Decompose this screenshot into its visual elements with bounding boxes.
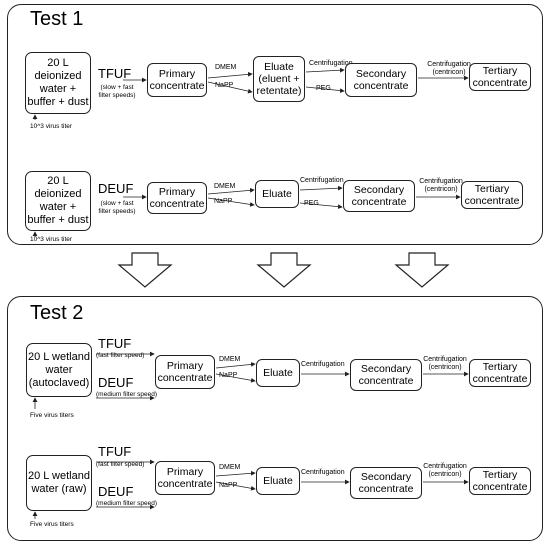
- test2-row1-centricon-label: Centrifugation (centricon): [423, 356, 467, 371]
- test2-row2-method-b-note: (medium filter speed): [96, 500, 158, 507]
- test2-row2-method-a: TFUF: [98, 444, 132, 459]
- test1-row1-dmem-label: DMEM: [215, 64, 237, 71]
- test2-row2-napp-label: NaPP: [219, 482, 238, 489]
- test1-row2-method-note: (slow + fast filter speeds): [98, 200, 136, 215]
- test1-row2-titer-label: 10^3 virus titer: [30, 236, 73, 243]
- test2-panel: [7, 296, 543, 541]
- test2-row1-method-a-note: (fast filter speed): [96, 352, 145, 359]
- test1-row2-centrifugation-label: Centrifugation: [300, 177, 344, 184]
- test2-row2-primary-box: Primary concentrate: [155, 461, 215, 495]
- test1-row1-tertiary-box: Tertiary concentrate: [469, 63, 531, 91]
- test2-row1-method-b-note: (medium filter speed): [96, 391, 158, 398]
- test2-row1-method-b: DEUF: [98, 375, 134, 390]
- test2-row1-centrifugation-label: Centrifugation: [301, 361, 345, 368]
- test2-title: Test 2: [30, 302, 84, 324]
- test1-row2-primary-box: Primary concentrate: [147, 182, 207, 214]
- test1-row1-source-box: 20 L deionized water + buffer + dust: [25, 52, 91, 114]
- test1-row2-napp-label: NaPP: [214, 198, 233, 205]
- test2-row1-tertiary-box: Tertiary concentrate: [469, 359, 531, 387]
- test2-row2-secondary-box: Secondary concentrate: [350, 467, 422, 499]
- test1-row2-source-box: 20 L deionized water + buffer + dust: [25, 171, 91, 231]
- test2-row2-tertiary-box: Tertiary concentrate: [469, 467, 531, 495]
- test1-row1-eluate-box: Eluate (eluent + retentate): [253, 56, 305, 102]
- test1-row2-tertiary-box: Tertiary concentrate: [461, 181, 523, 209]
- down-arrow-icon-left: [117, 252, 173, 288]
- test1-row1-secondary-box: Secondary concentrate: [345, 63, 417, 97]
- test2-row2-titer-label: Five virus titers: [30, 521, 74, 528]
- test2-row1-source-box: 20 L wetland water (autoclaved): [26, 343, 92, 397]
- test2-row1-titer-label: Five virus titers: [30, 412, 74, 419]
- test2-row1-primary-box: Primary concentrate: [155, 355, 215, 389]
- down-arrow-icon-right: [394, 252, 450, 288]
- test2-row2-dmem-label: DMEM: [219, 464, 241, 471]
- test2-row2-method-b: DEUF: [98, 484, 134, 499]
- test1-row2-eluate-box: Eluate: [255, 180, 299, 208]
- test1-row1-primary-box: Primary concentrate: [147, 63, 207, 97]
- test1-row1-centricon-label: Centrifugation (centricon): [427, 61, 471, 76]
- test1-row1-method: TFUF: [98, 66, 132, 81]
- test1-row2-centricon-label: Centrifugation (centricon): [419, 178, 463, 193]
- test2-row2-method-a-note: (fast filter speed): [96, 461, 145, 468]
- test1-row2-peg-label: PEG: [304, 200, 319, 207]
- test2-row2-source-box: 20 L wetland water (raw): [26, 455, 92, 511]
- test2-row1-eluate-box: Eluate: [256, 359, 300, 387]
- test2-row2-centricon-label: Centrifugation (centricon): [423, 463, 467, 478]
- test1-row2-dmem-label: DMEM: [214, 183, 236, 190]
- test2-row2-centrifugation-label: Centrifugation: [301, 469, 345, 476]
- test2-row1-secondary-box: Secondary concentrate: [350, 359, 422, 391]
- down-arrow-icon-middle: [256, 252, 312, 288]
- test2-row1-dmem-label: DMEM: [219, 356, 241, 363]
- test1-row1-method-note: (slow + fast filter speeds): [98, 84, 136, 99]
- test1-row2-method: DEUF: [98, 181, 134, 196]
- test2-row1-napp-label: NaPP: [219, 372, 238, 379]
- test1-title: Test 1: [30, 8, 84, 30]
- test1-row1-titer-label: 10^3 virus titer: [30, 123, 73, 130]
- test1-row2-secondary-box: Secondary concentrate: [343, 180, 415, 212]
- test2-row1-method-a: TFUF: [98, 336, 132, 351]
- test2-row2-eluate-box: Eluate: [256, 467, 300, 495]
- test1-row1-centrifugation-label: Centrifugation: [309, 60, 353, 67]
